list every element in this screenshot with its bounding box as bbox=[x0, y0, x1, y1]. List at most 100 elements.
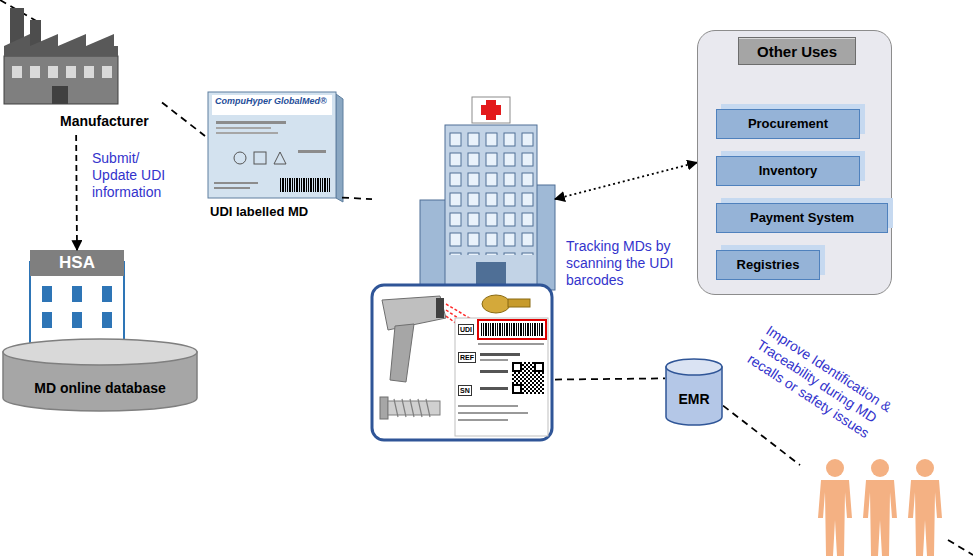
barcode-scanning-panel bbox=[458, 419, 508, 421]
barcode-scanning-panel bbox=[458, 405, 518, 407]
hsa-building bbox=[30, 250, 124, 276]
other-uses-panel: Other UsesProcurementInventoryPayment Sy… bbox=[697, 30, 892, 295]
hospital-building bbox=[447, 130, 535, 255]
device-package bbox=[280, 178, 330, 192]
barcode-scanning-panel bbox=[480, 359, 508, 361]
product-name: CompuHyper GlobalMed® bbox=[215, 96, 333, 107]
hsa-building bbox=[72, 286, 82, 302]
connector bbox=[723, 406, 800, 466]
device-package bbox=[208, 92, 343, 202]
patients-figures bbox=[818, 459, 852, 556]
node-label: UDI labelled MD bbox=[210, 204, 308, 220]
barcode-scanning-panel bbox=[480, 370, 508, 373]
factory-icon bbox=[52, 86, 68, 104]
connector bbox=[555, 378, 665, 379]
udi-field: UDI bbox=[458, 324, 474, 335]
barcode-scanning-panel bbox=[482, 295, 510, 313]
barcode-scanning-panel bbox=[394, 399, 430, 417]
connector bbox=[342, 198, 372, 200]
device-package bbox=[336, 94, 343, 202]
connector bbox=[555, 163, 697, 200]
barcode-scanning-panel bbox=[535, 363, 543, 371]
hsa-building bbox=[42, 312, 52, 328]
hospital-building bbox=[481, 105, 501, 115]
barcode-scanning-panel bbox=[458, 412, 528, 414]
edge-label: Submit/ Update UDI information bbox=[92, 150, 182, 201]
factory-icon bbox=[48, 66, 58, 78]
barcode-scanning-panel bbox=[380, 397, 388, 419]
manufacturer-node: Manufacturer bbox=[0, 5, 162, 135]
barcode-scanning-panel bbox=[508, 299, 530, 307]
hsa-node: HSA bbox=[30, 250, 124, 346]
patients-figures bbox=[908, 459, 942, 556]
hospital-building bbox=[420, 97, 555, 290]
factory-icon bbox=[4, 34, 118, 56]
patients-node: Improve Identification & Traceability du… bbox=[800, 455, 960, 556]
shape-top bbox=[3, 339, 197, 365]
panel-heading: Other Uses bbox=[738, 37, 856, 65]
hsa-building bbox=[102, 286, 112, 302]
barcode-scanning-panel bbox=[372, 285, 552, 440]
database-disk: MD online database bbox=[2, 338, 198, 412]
annotation: Tracking MDs by scanning the UDI barcode… bbox=[566, 238, 674, 289]
device-package bbox=[208, 92, 336, 198]
hsa-building bbox=[102, 312, 112, 328]
barcode-scanning-panel bbox=[513, 363, 521, 371]
use-box: Registries bbox=[716, 250, 820, 280]
udi-field: SN bbox=[458, 385, 472, 396]
barcode-scanning-panel bbox=[480, 353, 520, 356]
factory-icon bbox=[4, 56, 118, 104]
patients-figures bbox=[818, 459, 942, 556]
hsa-building bbox=[72, 312, 82, 328]
hospital-building bbox=[445, 125, 537, 290]
node-label: Manufacturer bbox=[60, 113, 149, 130]
barcode-scanning-panel bbox=[478, 343, 544, 345]
factory-icon bbox=[66, 66, 76, 78]
device-package bbox=[214, 182, 258, 184]
factory-icon bbox=[84, 66, 94, 78]
hospital-building bbox=[535, 185, 555, 290]
device-package bbox=[216, 121, 286, 124]
factory-icon bbox=[4, 8, 118, 104]
barcode-scanning-panel bbox=[481, 323, 543, 336]
barcode-scanning-panel bbox=[372, 285, 552, 440]
connector bbox=[75, 135, 78, 250]
shape-top bbox=[666, 359, 722, 375]
node-label: EMR bbox=[678, 391, 709, 408]
factory-icon bbox=[12, 66, 22, 78]
device-package bbox=[216, 132, 278, 134]
device-package bbox=[216, 127, 271, 129]
factory-icon bbox=[102, 66, 112, 78]
node-label: HSA bbox=[30, 253, 124, 273]
hsa-building bbox=[30, 250, 124, 348]
device-package bbox=[234, 152, 246, 164]
box-label: Procurement bbox=[748, 116, 828, 132]
device-package bbox=[212, 95, 332, 115]
barcode-scanning-panel bbox=[513, 385, 521, 393]
connector bbox=[162, 103, 205, 136]
use-box: Procurement bbox=[716, 109, 860, 139]
box-label: Inventory bbox=[759, 163, 818, 179]
factory-icon bbox=[30, 66, 40, 78]
patients-figures bbox=[863, 459, 897, 556]
barcode-scanning-panel bbox=[480, 387, 508, 390]
use-box: Inventory bbox=[716, 156, 860, 186]
hsa-building bbox=[42, 286, 52, 302]
barcode-scanning-panel bbox=[455, 318, 548, 436]
hospital-building bbox=[420, 200, 448, 290]
emr-cylinder: EMR bbox=[665, 358, 723, 426]
box-label: Payment System bbox=[750, 210, 854, 226]
udi-field: REF bbox=[458, 352, 476, 363]
disk-outline bbox=[2, 338, 198, 412]
barcode-scanning-panel bbox=[436, 298, 444, 318]
hospital-node: UDI REF SN bbox=[372, 95, 555, 442]
device-package bbox=[298, 150, 326, 153]
use-box: Payment System bbox=[716, 203, 888, 233]
barcode-scanning-panel bbox=[478, 320, 546, 339]
annotation: Improve Identification & Traceability du… bbox=[744, 322, 910, 455]
device-node: CompuHyper GlobalMed® UDI labelled MD bbox=[205, 88, 342, 225]
barcode-scanning-panel bbox=[512, 362, 544, 394]
device-package bbox=[214, 187, 250, 189]
